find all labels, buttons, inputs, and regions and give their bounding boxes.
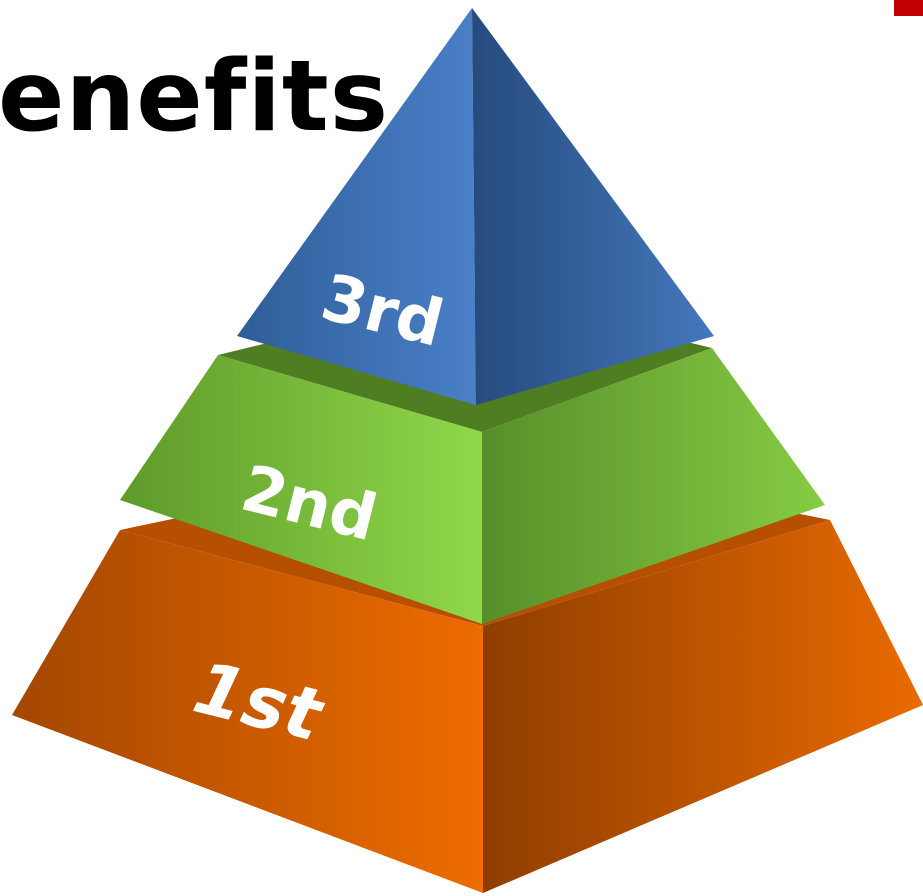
tier-2nd-left-face [120,355,482,624]
tier-3rd-left-face [237,8,476,405]
tier-1st-left-face [12,530,483,893]
page-title: enefits [0,40,390,154]
tier-1st-right-face [483,520,923,893]
tier-3rd-right-face [472,8,714,405]
corner-accent-mark [894,0,923,16]
tier-3rd: 3rd [237,8,714,405]
tier-2nd-right-face [482,348,825,624]
